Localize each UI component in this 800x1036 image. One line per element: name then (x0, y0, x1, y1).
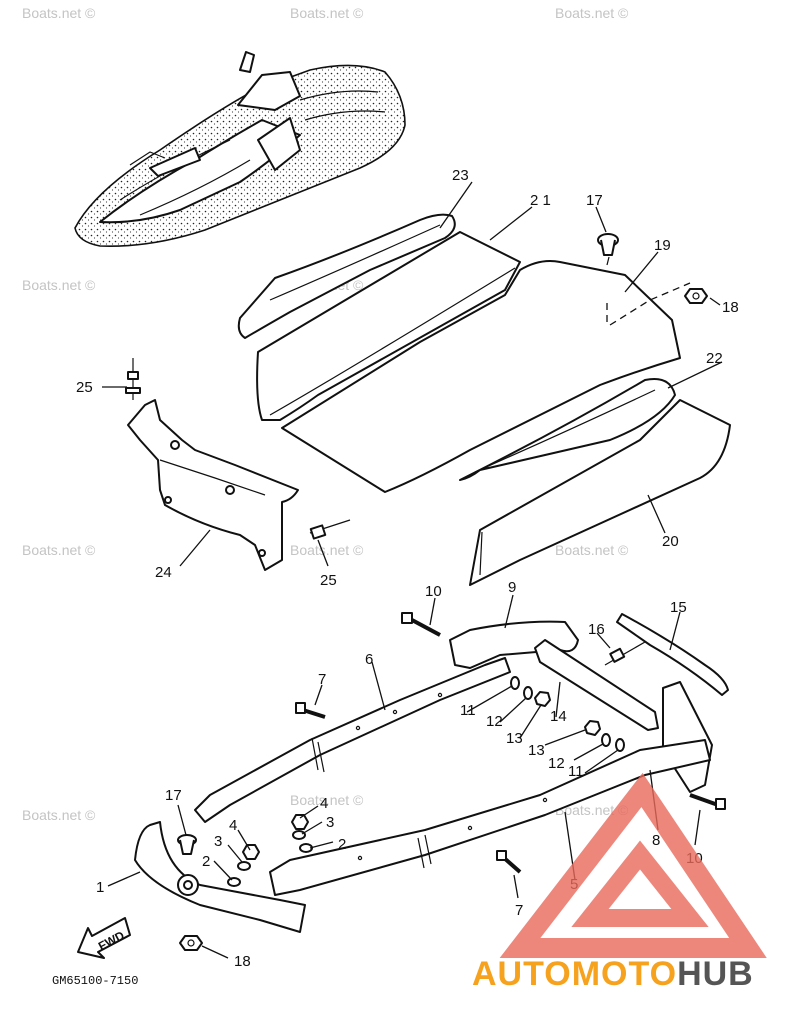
automotohub-logo (499, 772, 767, 958)
label-11: 11 (568, 763, 584, 780)
part-25-rivet (309, 519, 351, 540)
label-12: 12 (486, 713, 503, 730)
watermark: Boats.net © (22, 5, 96, 21)
logo-triangle-icon (499, 772, 767, 958)
leader-lines (102, 181, 723, 959)
watermark: Boats.net © (22, 807, 96, 823)
part-20-mat (469, 399, 731, 586)
watermark: Boats.net © (290, 542, 364, 558)
fwd-arrow-icon: FWD (77, 917, 131, 959)
part-24-bracket (127, 399, 299, 571)
label-16: 16 (588, 621, 605, 638)
logo-inner-triangle-icon (571, 840, 709, 927)
label-12: 12 (548, 755, 565, 772)
watermark: Boats.net © (22, 277, 96, 293)
label-3: 3 (214, 833, 222, 850)
part-5-rail (269, 739, 711, 896)
jet-ski-overview (74, 51, 406, 247)
label-21: 2 1 (530, 192, 551, 209)
part-17-grommet (597, 233, 619, 266)
label-9: 9 (508, 579, 516, 596)
label-17: 17 (586, 192, 603, 209)
label-2: 2 (202, 853, 210, 870)
label-10: 10 (425, 583, 442, 600)
watermark: Boats.net © (555, 5, 629, 21)
part-14-rail (534, 639, 659, 731)
part-17-grommet (177, 834, 197, 855)
label-3: 3 (326, 814, 334, 831)
part-21-mat (256, 231, 521, 421)
brand-text: AUTOMOTOHUB (472, 955, 754, 993)
label-18: 18 (234, 953, 251, 970)
label-2: 2 (338, 836, 346, 853)
label-22: 22 (706, 350, 723, 367)
label-23: 23 (452, 167, 469, 184)
part-7-bolt (496, 850, 522, 874)
part-16-rivet (604, 641, 646, 666)
watermark: Boats.net © (290, 5, 364, 21)
label-18: 18 (722, 299, 739, 316)
part-6-rail (194, 657, 511, 823)
label-13: 13 (528, 742, 545, 759)
part-25-rivet (125, 358, 141, 400)
part-18-nut (684, 288, 708, 304)
part-8-rail (662, 681, 713, 793)
label-1: 1 (96, 879, 104, 896)
brand-part-2: HUB (677, 955, 754, 993)
label-24: 24 (155, 564, 172, 581)
watermark: Boats.net © (290, 792, 364, 808)
part-10-bolt (401, 612, 441, 637)
watermark: Boats.net © (555, 542, 629, 558)
label-4: 4 (229, 817, 237, 834)
label-20: 20 (662, 533, 679, 550)
part-19-mat (281, 260, 681, 493)
part-1-bumper (134, 821, 306, 933)
diagram-code: GM65100-7150 (52, 974, 138, 988)
brand-part-1: AUTOMOTO (472, 955, 677, 993)
part-labels: 23 2 1 17 19 18 22 20 25 24 25 10 9 15 1… (76, 167, 739, 970)
label-13: 13 (506, 730, 523, 747)
watermarks: Boats.net © Boats.net © Boats.net © Boat… (22, 5, 629, 823)
part-18-nut (179, 935, 203, 951)
small-hardware (227, 676, 625, 887)
label-15: 15 (670, 599, 687, 616)
label-25: 25 (320, 572, 337, 589)
label-17: 17 (165, 787, 182, 804)
part-7-bolt (295, 702, 326, 719)
label-11: 11 (460, 702, 476, 719)
label-25: 25 (76, 379, 93, 396)
label-7: 7 (318, 671, 326, 688)
part-15-strip (616, 613, 729, 696)
label-8: 8 (652, 832, 660, 849)
label-19: 19 (654, 237, 671, 254)
label-14: 14 (550, 708, 567, 725)
part-10-bolt (689, 793, 726, 810)
label-4: 4 (320, 795, 328, 812)
label-6: 6 (365, 651, 373, 668)
label-7: 7 (515, 902, 523, 919)
watermark: Boats.net © (22, 542, 96, 558)
part-23-mat (237, 213, 456, 339)
watermark: Boats.net © (555, 802, 629, 818)
